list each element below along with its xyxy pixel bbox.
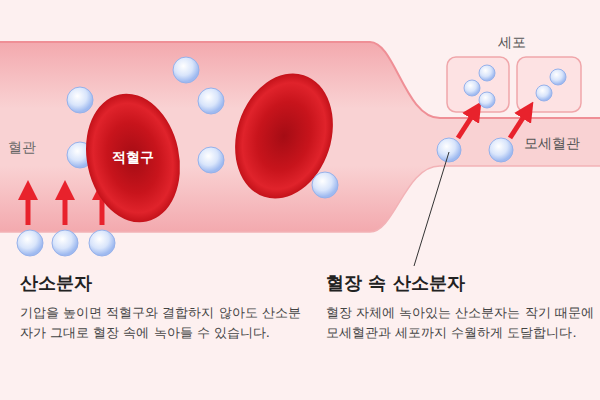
- red-blood-cell-body: [74, 85, 191, 231]
- cell-label: 적혈구: [112, 149, 154, 167]
- oxygen-molecule: [17, 57, 566, 256]
- oxygen-molecule: [489, 138, 513, 162]
- cell-label: 세포: [498, 32, 558, 54]
- callout-heading: 혈장 속 산소분자: [326, 272, 586, 294]
- oxygen-molecule: [198, 88, 224, 114]
- oxygen-molecule: [536, 85, 552, 101]
- callout-body: 기압을 높이면 적혈구와 결합하지 않아도 산소분자가 그대로 혈장 속에 녹아…: [20, 303, 310, 343]
- oxygen-molecule: [89, 230, 115, 256]
- vessel-label: 혈관: [8, 137, 68, 159]
- oxygen-molecule: [17, 230, 43, 256]
- blood-vessel: [0, 42, 600, 232]
- callout-heading: 산소분자: [20, 272, 220, 294]
- callout-body: 혈장 자체에 녹아있는 산소분자는 작기 때문에 모세혈관과 세포까지 수월하게…: [326, 303, 594, 343]
- leader-line: [414, 152, 449, 266]
- oxygen-molecule: [312, 172, 338, 198]
- red-blood-cell: 적혈구: [87, 93, 179, 223]
- oxygen-molecule: [479, 65, 495, 81]
- capillary-label: 모세혈관: [524, 133, 598, 155]
- oxygen-molecule: [437, 138, 461, 162]
- oxygen-molecule: [198, 147, 224, 173]
- oxygen-molecule: [479, 92, 495, 108]
- oxygen-molecule: [67, 87, 93, 113]
- red-blood-cell: [220, 61, 349, 212]
- body-cell: [447, 57, 581, 112]
- oxygen-molecule: [464, 80, 480, 96]
- oxygen-molecule: [173, 57, 199, 83]
- oxygen-molecule: [550, 69, 566, 85]
- oxygen-molecule: [52, 230, 78, 256]
